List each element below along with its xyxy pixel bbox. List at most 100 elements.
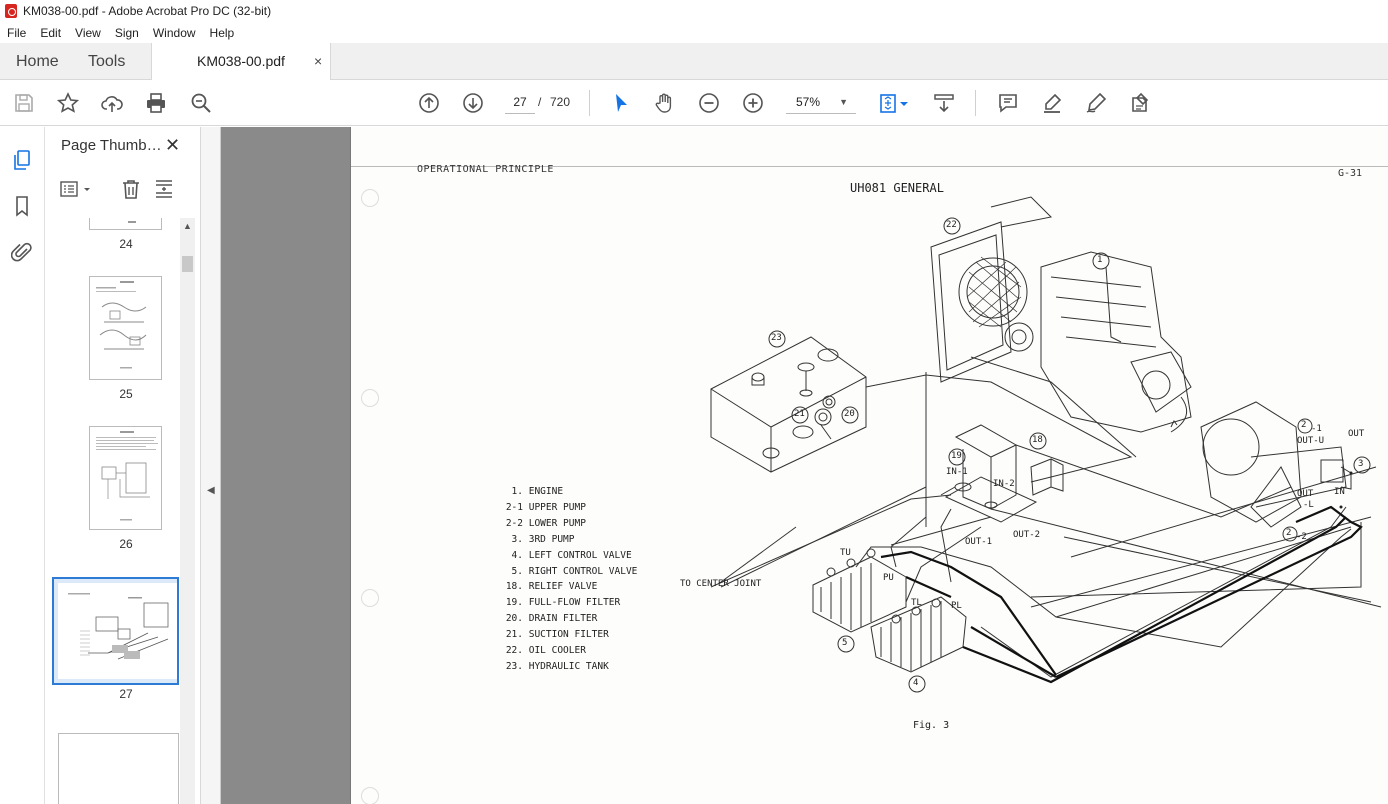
current-page-input[interactable]: 27 (505, 90, 535, 114)
delete-page-icon[interactable] (120, 177, 142, 201)
label-pl: PL (951, 601, 962, 611)
menu-sign[interactable]: Sign (114, 25, 139, 40)
callout-upper-pump-suffix: -1 (1311, 424, 1322, 434)
binder-hole (361, 787, 379, 804)
thumbnail-page-26[interactable] (89, 426, 162, 530)
label-tl: TL (911, 598, 922, 608)
page-header: OPERATIONAL PRINCIPLE (417, 164, 554, 175)
legend-row: 19. FULL-FLOW FILTER (505, 597, 621, 609)
label-pu: PU (883, 573, 894, 583)
thumbnail-page-24[interactable] (89, 218, 162, 230)
save-icon[interactable] (12, 91, 36, 115)
document-viewport[interactable]: OPERATIONAL PRINCIPLE G-31 UH081 GENERAL (221, 127, 1388, 804)
cloud-upload-icon[interactable] (100, 91, 124, 115)
panel-close-icon[interactable]: ✕ (165, 135, 181, 155)
highlight-pen-icon[interactable] (1040, 91, 1064, 115)
thumbnail-content (128, 221, 136, 223)
legend-row: 21. SUCTION FILTER (505, 629, 609, 641)
stamp-tools-icon[interactable] (1128, 91, 1152, 115)
callout-hydraulic-tank: 23 (771, 333, 782, 343)
diagram-title: UH081 GENERAL (850, 181, 944, 195)
menu-help[interactable]: Help (209, 25, 235, 40)
next-page-icon[interactable] (461, 91, 485, 115)
callout-oil-cooler: 22 (946, 220, 957, 230)
comment-icon[interactable] (996, 91, 1020, 115)
callout-drain-filter: 20 (844, 409, 855, 419)
thumbnail-scrollbar[interactable]: ▲ (180, 218, 195, 804)
acrobat-pdf-icon (5, 4, 17, 18)
label-in-1: IN-1 (946, 467, 968, 477)
menu-view[interactable]: View (75, 25, 101, 40)
zoom-level-value: 57% (796, 95, 821, 109)
callout-left-control-valve: 4 (913, 678, 919, 688)
attachment-paperclip-icon[interactable] (10, 240, 34, 264)
thumbnail-page-27-selected[interactable] (52, 577, 179, 685)
label-out-l: OUT (1297, 489, 1314, 499)
tab-home[interactable]: Home (16, 53, 59, 70)
thumbnail-content (96, 281, 147, 369)
thumbnail-content (96, 431, 158, 521)
hand-pan-icon[interactable] (653, 91, 677, 115)
page-code: G-31 (1338, 168, 1363, 179)
tab-document[interactable]: KM038-00.pdf × (151, 43, 331, 81)
bookmark-icon[interactable] (10, 194, 34, 218)
pdf-page: OPERATIONAL PRINCIPLE G-31 UH081 GENERAL (350, 127, 1388, 804)
menu-bar: File Edit View Sign Window Help (0, 22, 1388, 43)
label-out-1: OUT-1 (965, 537, 993, 547)
figure-label: Fig. 3 (913, 720, 950, 731)
callout-relief-valve: 18 (1032, 435, 1043, 445)
label-out: OUT (1348, 429, 1365, 439)
thumbnail-options-icon[interactable] (59, 177, 95, 201)
print-icon[interactable] (144, 91, 168, 115)
menu-window[interactable]: Window (152, 25, 196, 40)
legend-row: 23. HYDRAULIC TANK (505, 660, 609, 672)
page-thumbnails-icon[interactable] (10, 148, 34, 172)
scrolling-mode-icon[interactable] (932, 91, 956, 115)
zoom-in-icon[interactable] (741, 91, 765, 115)
thumbnail-number: 24 (119, 237, 133, 251)
callout-suction-filter: 21 (794, 409, 805, 419)
hydraulic-system-diagram (710, 196, 1382, 693)
thumbnail-page-28[interactable] (58, 733, 179, 804)
insert-page-icon[interactable] (153, 177, 175, 201)
fit-page-dropdown-icon[interactable] (898, 91, 910, 115)
label-out-2: OUT-2 (1013, 530, 1041, 540)
search-zoom-icon[interactable] (189, 91, 213, 115)
legend-row: 1. ENGINE (511, 486, 564, 497)
callout-engine: 1 (1097, 255, 1103, 265)
binder-hole (361, 389, 379, 407)
total-pages: 720 (550, 95, 571, 109)
label-to-center-joint: TO CENTER JOINT (680, 579, 762, 589)
tab-document-label: KM038-00.pdf (197, 53, 285, 69)
thumbnail-content (68, 593, 169, 660)
legend-row: 2-2 LOWER PUMP (505, 517, 586, 529)
legend-row: 2-1 UPPER PUMP (505, 501, 586, 513)
menu-file[interactable]: File (7, 25, 27, 40)
sign-pen-icon[interactable] (1084, 91, 1108, 115)
scrollbar-thumb[interactable] (182, 256, 193, 272)
fit-page-icon[interactable] (876, 91, 900, 115)
menu-edit[interactable]: Edit (40, 25, 62, 40)
zoom-out-icon[interactable] (697, 91, 721, 115)
legend-row: 20. DRAIN FILTER (505, 613, 598, 625)
toolbar-divider (975, 90, 976, 116)
tab-bar: Home Tools KM038-00.pdf × (0, 43, 1388, 81)
select-cursor-icon[interactable] (609, 91, 633, 115)
chevron-left-icon: ◀ (207, 485, 215, 496)
thumbnail-page-25[interactable] (89, 276, 162, 380)
label-tu: TU (840, 548, 851, 558)
panel-collapse-handle[interactable]: ◀ (201, 127, 221, 804)
left-navigation-rail (0, 127, 45, 804)
callout-lower-pump-suffix: -2 (1296, 532, 1307, 542)
binder-hole (361, 189, 379, 207)
zoom-level-select[interactable]: 57% ▼ (786, 90, 856, 114)
legend-row: 22. OIL COOLER (505, 645, 586, 657)
binder-hole (361, 589, 379, 607)
tab-tools[interactable]: Tools (88, 53, 126, 70)
chevron-down-icon: ▼ (839, 97, 848, 107)
star-bookmark-icon[interactable] (56, 91, 80, 115)
callout-3rd-pump: 3 (1358, 459, 1364, 469)
tab-close-icon[interactable]: × (314, 53, 323, 69)
previous-page-icon[interactable] (417, 91, 441, 115)
scroll-up-icon[interactable]: ▲ (183, 221, 192, 231)
